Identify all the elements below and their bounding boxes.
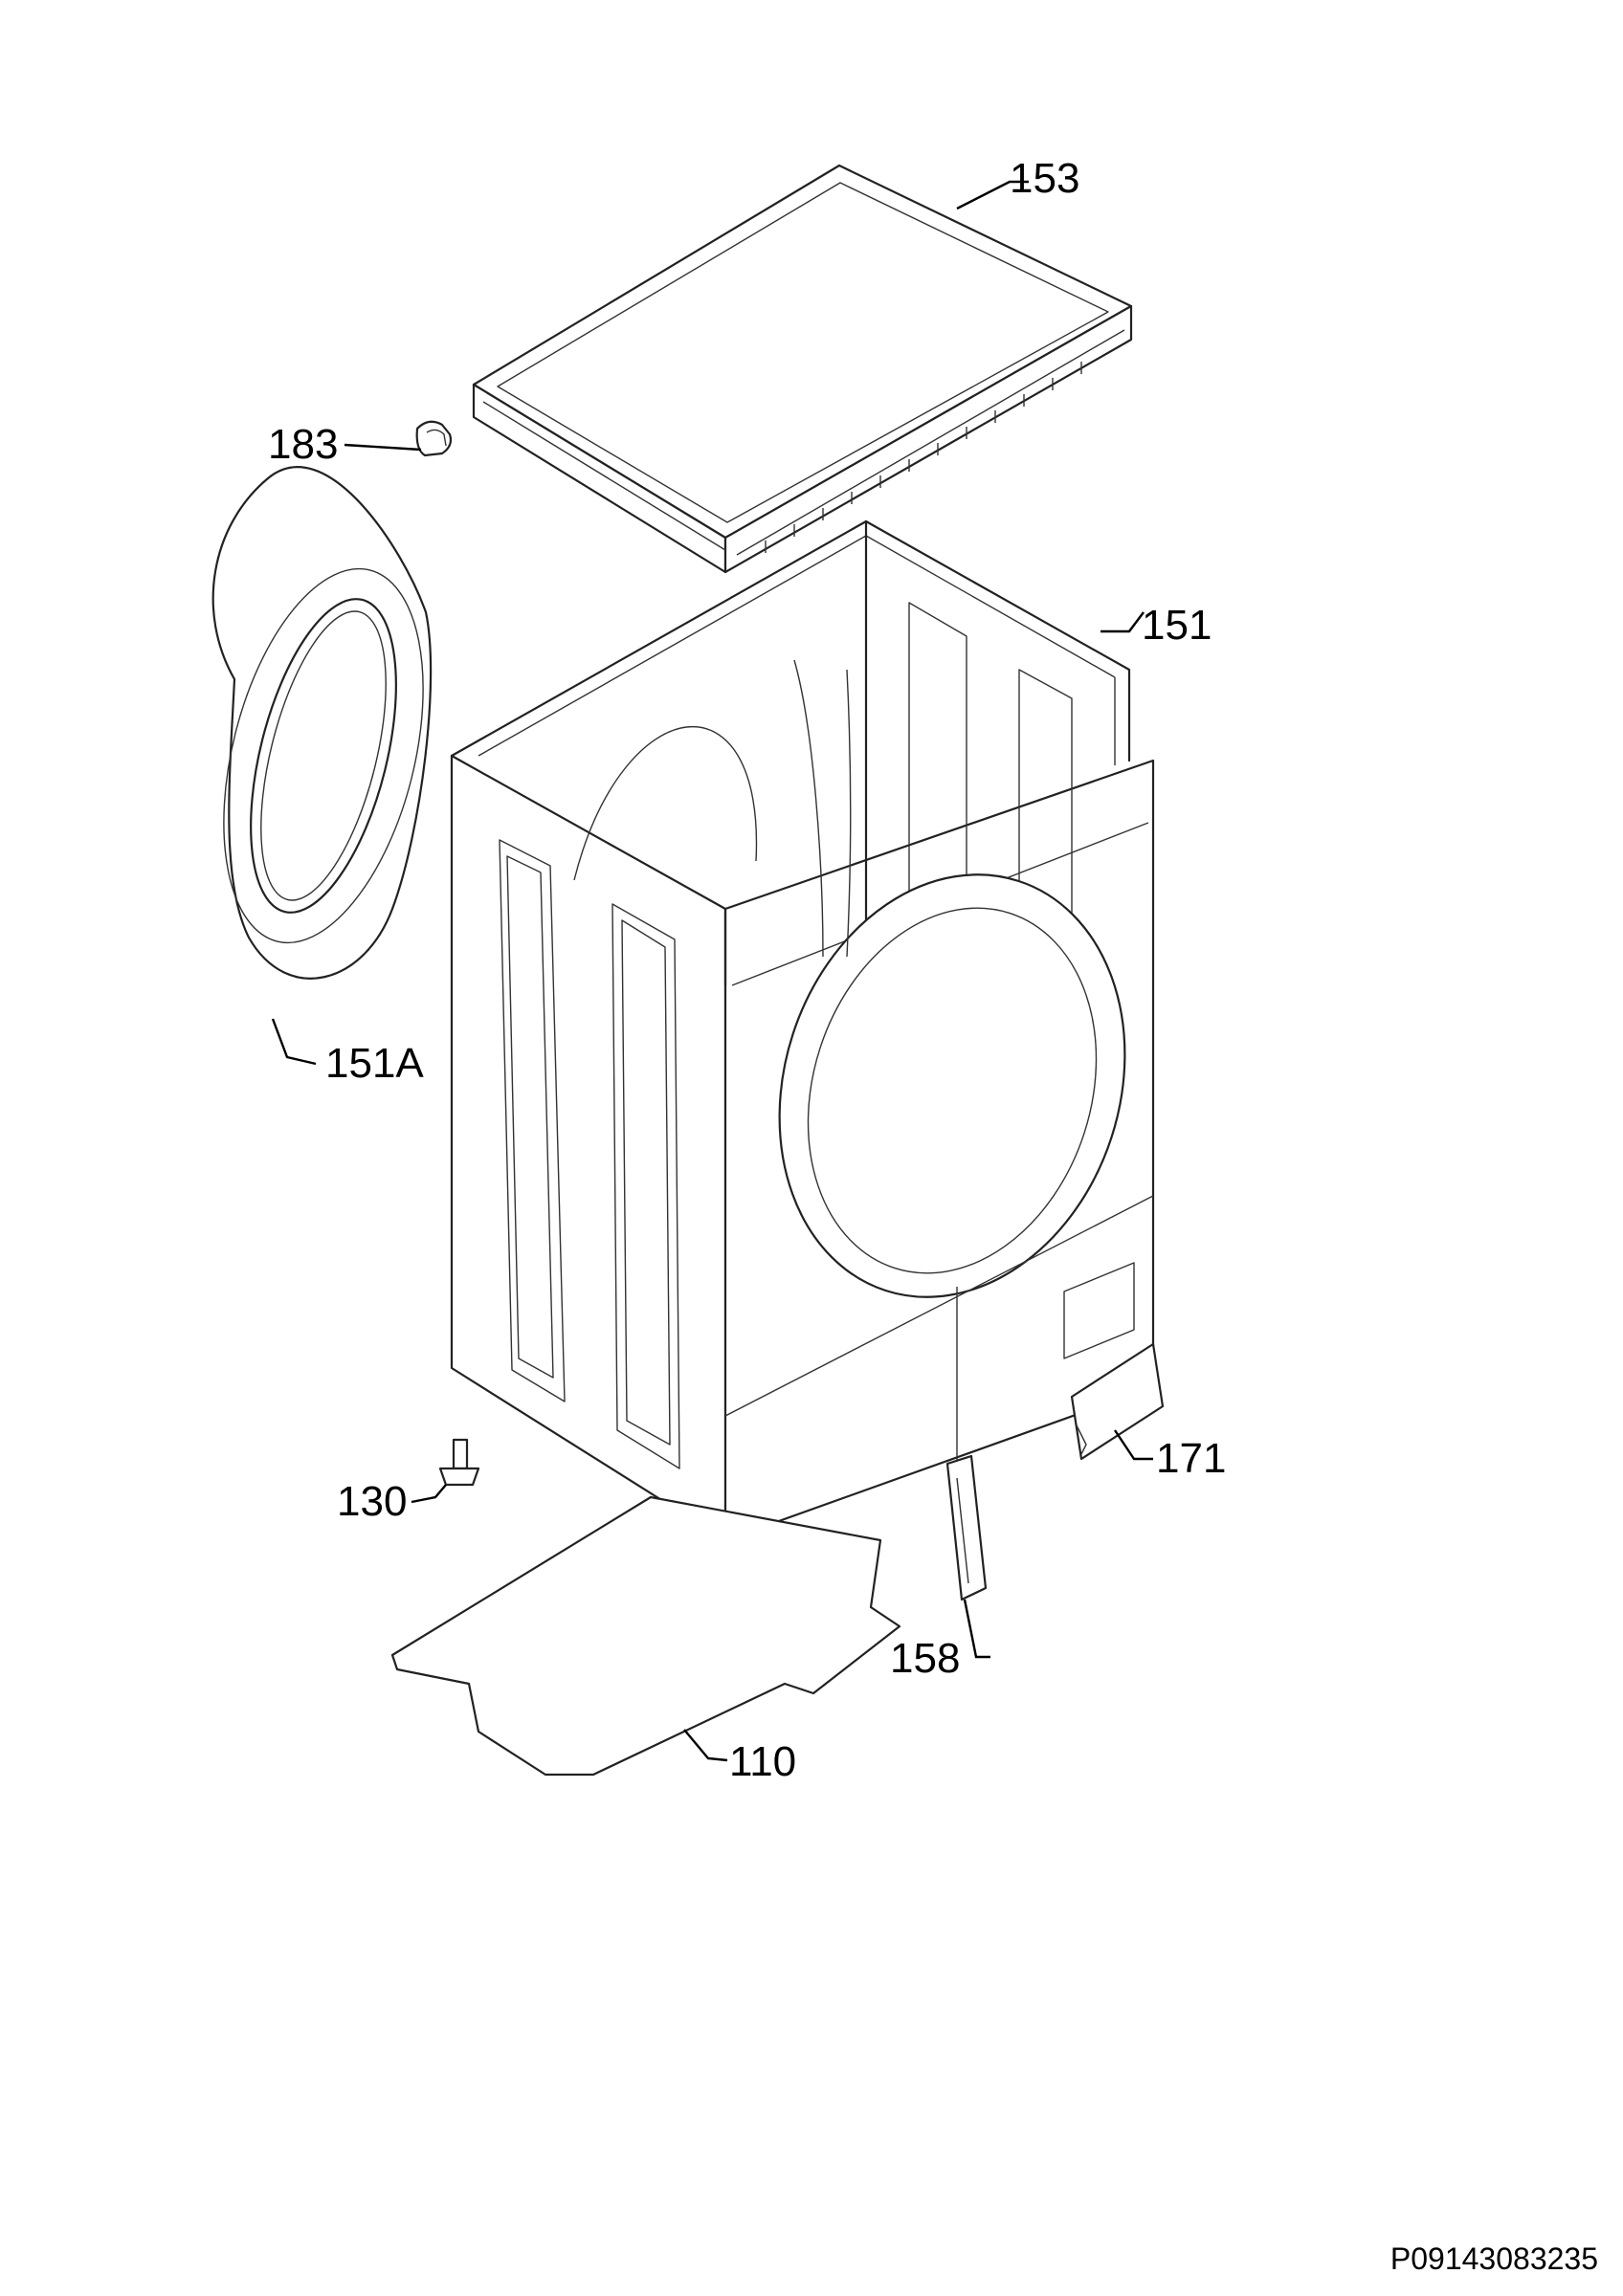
callout-151a: 151A <box>325 1040 424 1087</box>
door-gasket-frame-part <box>211 466 433 980</box>
callout-130: 130 <box>337 1478 408 1525</box>
bracket-part <box>945 1454 988 1601</box>
service-flap-part <box>1070 1342 1165 1461</box>
callout-110: 110 <box>729 1738 797 1785</box>
callout-171: 171 <box>1156 1435 1227 1482</box>
callout-151: 151 <box>1142 602 1212 649</box>
top-cover-part <box>472 164 1133 574</box>
hinge-clip-part <box>415 420 453 457</box>
document-code: P09143083235 <box>1390 2241 1598 2276</box>
callout-leaders <box>271 180 1153 1762</box>
callout-153: 153 <box>1010 155 1080 202</box>
base-plate-part <box>390 1495 901 1777</box>
cabinet-part <box>450 519 1155 1542</box>
callout-183: 183 <box>268 421 339 468</box>
adjustable-foot-part <box>438 1438 480 1487</box>
callout-158: 158 <box>890 1635 961 1682</box>
